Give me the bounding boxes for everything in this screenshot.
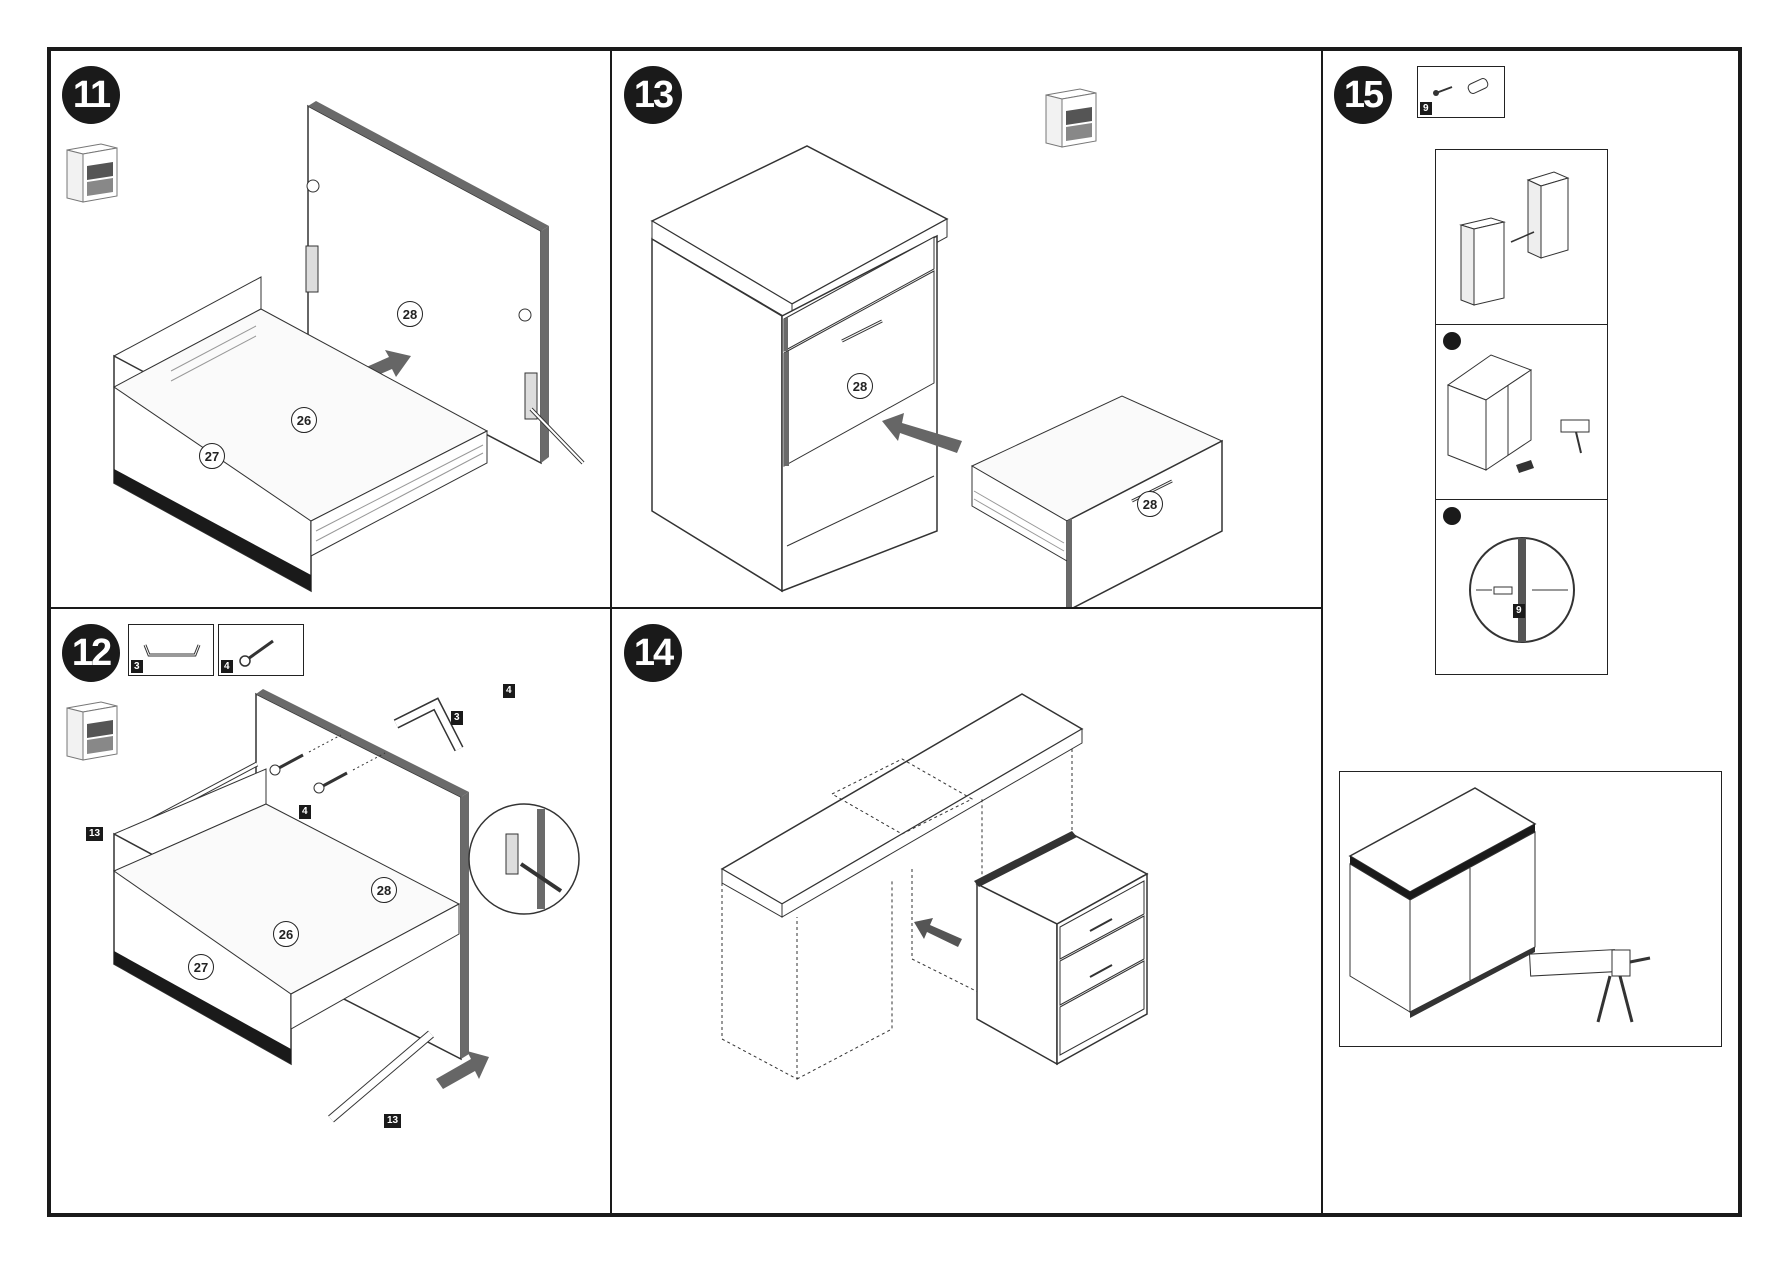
part-27-label: 27 [188,954,214,980]
tool-callout: 13 [384,1114,401,1128]
part-28-drawer-label: 28 [1137,491,1163,517]
part-28-label: 28 [371,877,397,903]
step-15-subfig-c: 9 [1435,499,1608,675]
connector-part-box: 9 [1417,66,1505,118]
handle-callout: 3 [451,711,463,725]
step-11-illustration [51,51,610,607]
connector-tag: 9 [1420,102,1432,115]
step-15-panel: 15 9 [1323,51,1738,1213]
push-arrow-icon [914,918,962,947]
dowel-tag: 9 [1513,604,1525,618]
step-15-badge: 15 [1334,66,1392,124]
part-28-top-label: 28 [847,373,873,399]
part-26-label: 26 [273,921,299,947]
step-11-panel: 11 [51,51,610,607]
instruction-sheet: 11 [47,47,1742,1217]
part-26-label: 26 [291,407,317,433]
step-15-sealant-figure [1339,771,1722,1047]
step-12-illustration [51,609,610,1213]
step-14-panel: 14 [612,609,1321,1213]
step-12-panel: 12 3 4 4 [51,609,610,1213]
step-13-panel: 13 [612,51,1321,607]
part-27-label: 27 [199,443,225,469]
rail-callout: 13 [86,827,103,841]
part-28-label: 28 [397,301,423,327]
screw-callout: 4 [299,805,311,819]
step-15-subfig-a [1435,149,1608,325]
step-13-illustration [612,51,1321,607]
step-14-illustration [612,609,1321,1213]
step-15-subfig-b [1435,324,1608,500]
